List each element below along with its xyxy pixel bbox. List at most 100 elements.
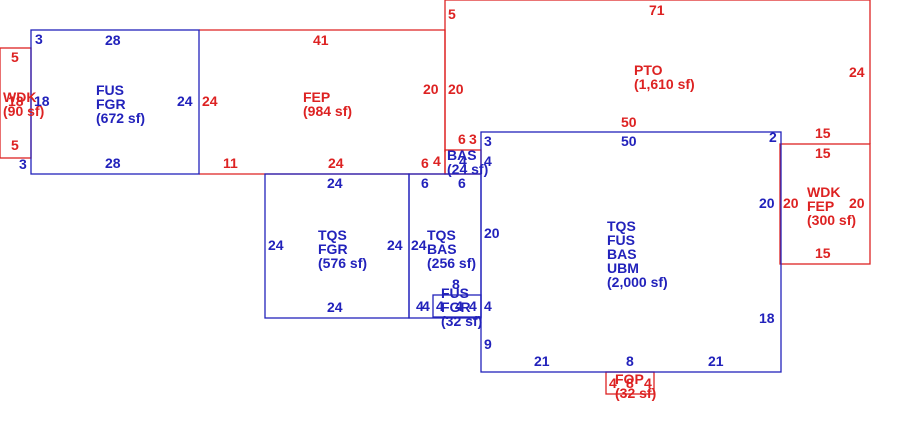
dim-label: 28	[105, 155, 121, 171]
dim-label: 21	[534, 353, 550, 369]
area-label-line: BAS	[607, 246, 637, 262]
dim-label: 3	[469, 131, 477, 147]
dim-label: 4	[459, 153, 467, 169]
dim-label: 24	[328, 155, 344, 171]
dim-label: 8	[626, 353, 634, 369]
fus-fgr-32-outline	[432, 294, 482, 318]
blue-dimensions: 3 28 28 3 24 18 24 24 24 24 6 6 24 20 4 …	[19, 31, 777, 369]
main-outline	[480, 131, 782, 373]
area-label-line: UBM	[607, 260, 639, 276]
dim-label: 4	[422, 298, 430, 314]
area-label-line: TQS	[318, 227, 347, 243]
dim-label: 3	[484, 133, 492, 149]
dim-label: 4	[455, 298, 463, 314]
area-label-line: (32 sf)	[441, 313, 482, 329]
dim-label: 24	[327, 175, 343, 191]
dim-label: 4	[416, 298, 424, 314]
dim-label: 50	[621, 114, 637, 130]
area-label-line: (90 sf)	[3, 103, 44, 119]
dim-label: 20	[484, 225, 500, 241]
area-label-fop: FOP(32 sf)	[615, 371, 656, 401]
area-label-line: FGR	[96, 96, 126, 112]
area-label-fep-984: FEP(984 sf)	[303, 89, 352, 119]
dim-label: 18	[8, 93, 24, 109]
area-label-line: TQS	[607, 218, 636, 234]
dim-label: 24	[411, 237, 427, 253]
dim-label: 71	[649, 2, 665, 18]
dim-label: 3	[35, 31, 43, 47]
dim-label: 24	[177, 93, 193, 109]
dim-label: 20	[849, 195, 865, 211]
dim-label: 24	[387, 237, 403, 253]
area-label-line: WDK	[807, 184, 840, 200]
area-label-line: BAS	[427, 241, 457, 257]
dim-label: 18	[759, 310, 775, 326]
area-label-line: (2,000 sf)	[607, 274, 668, 290]
area-label-line: BAS	[447, 147, 477, 163]
dim-label: 4	[644, 375, 652, 391]
dim-label: 3	[19, 156, 27, 172]
area-label-bas-24: BAS(24 sf)	[447, 147, 488, 177]
area-label-line: (1,610 sf)	[634, 76, 695, 92]
dim-label: 5	[11, 49, 19, 65]
dim-label: 4	[433, 153, 441, 169]
dim-label: 4	[436, 298, 444, 314]
pto-outline	[444, 0, 871, 152]
area-label-line: FUS	[607, 232, 635, 248]
area-label-line: TQS	[427, 227, 456, 243]
dim-label: 15	[815, 145, 831, 161]
dim-label: 15	[815, 245, 831, 261]
dim-label: 5	[11, 137, 19, 153]
area-label-line: (300 sf)	[807, 212, 856, 228]
wdk-fep-outline	[779, 143, 871, 265]
dim-label: 4	[609, 375, 617, 391]
dim-label: 24	[327, 299, 343, 315]
fus-fgr-outline	[30, 29, 200, 175]
dim-label: 50	[621, 133, 637, 149]
dim-label: 5	[448, 6, 456, 22]
area-label-line: (672 sf)	[96, 110, 145, 126]
dim-label: 6	[458, 131, 466, 147]
area-label-pto: PTO(1,610 sf)	[634, 62, 695, 92]
area-label-line: FGR	[441, 299, 471, 315]
area-label-line: FUS	[441, 285, 469, 301]
dim-label: 8	[626, 375, 634, 391]
area-label-line: PTO	[634, 62, 663, 78]
red-outlines	[0, 0, 871, 395]
dim-label: 24	[268, 237, 284, 253]
dim-label: 4	[484, 153, 492, 169]
area-label-line: (984 sf)	[303, 103, 352, 119]
dim-label: 20	[423, 81, 439, 97]
dim-label: 24	[202, 93, 218, 109]
dim-label: 20	[783, 195, 799, 211]
blue-outlines	[30, 29, 782, 373]
area-label-line: (256 sf)	[427, 255, 476, 271]
dim-label: 21	[708, 353, 724, 369]
red-dimensions: 5 5 18 41 24 20 20 11 24 6 71 5 24 50 15…	[8, 2, 865, 391]
area-label-line: FOP	[615, 371, 644, 387]
dim-label: 18	[34, 93, 50, 109]
dim-label: 6	[421, 155, 429, 171]
area-label-line: FEP	[303, 89, 330, 105]
area-label-line: (576 sf)	[318, 255, 367, 271]
area-label-line: FGR	[318, 241, 348, 257]
dim-label: 2	[769, 129, 777, 145]
dim-label: 4	[469, 298, 477, 314]
area-label-wdk-90: WDK(90 sf)	[3, 89, 44, 119]
dim-label: 20	[448, 81, 464, 97]
area-label-line: WDK	[3, 89, 36, 105]
dim-label: 6	[458, 175, 466, 191]
dim-label: 6	[421, 175, 429, 191]
dim-label: 24	[849, 64, 865, 80]
area-label-line: (24 sf)	[447, 161, 488, 177]
dim-label: 8	[452, 276, 460, 292]
dim-label: 28	[105, 32, 121, 48]
area-label-line: FUS	[96, 82, 124, 98]
